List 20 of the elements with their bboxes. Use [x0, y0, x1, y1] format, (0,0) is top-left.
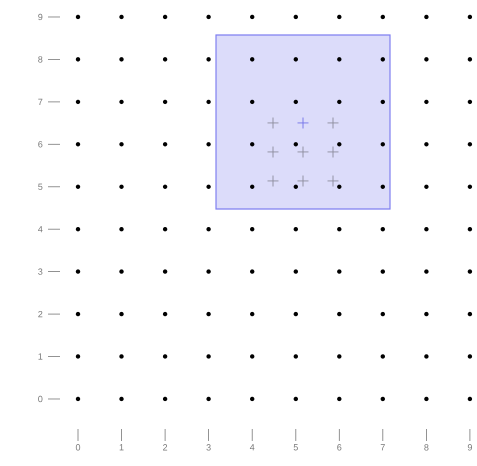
label: 3	[206, 444, 211, 451]
label: 3	[38, 268, 42, 275]
label: 9	[38, 14, 42, 20]
label: 9	[468, 444, 472, 451]
label: 5	[38, 184, 42, 190]
label: 0	[76, 444, 80, 451]
label: 5	[294, 444, 298, 450]
label: 8	[38, 56, 42, 63]
label: 6	[38, 141, 42, 148]
label: 2	[163, 444, 168, 450]
label: 4	[250, 444, 254, 450]
label: 7	[380, 444, 385, 450]
label: 2	[38, 310, 42, 318]
label: 1	[120, 444, 124, 450]
label: 7	[38, 98, 42, 105]
label: 0	[38, 396, 42, 402]
label: 8	[424, 444, 429, 451]
label: 6	[337, 444, 342, 451]
label: 1	[38, 353, 42, 360]
label: 4	[38, 226, 43, 232]
